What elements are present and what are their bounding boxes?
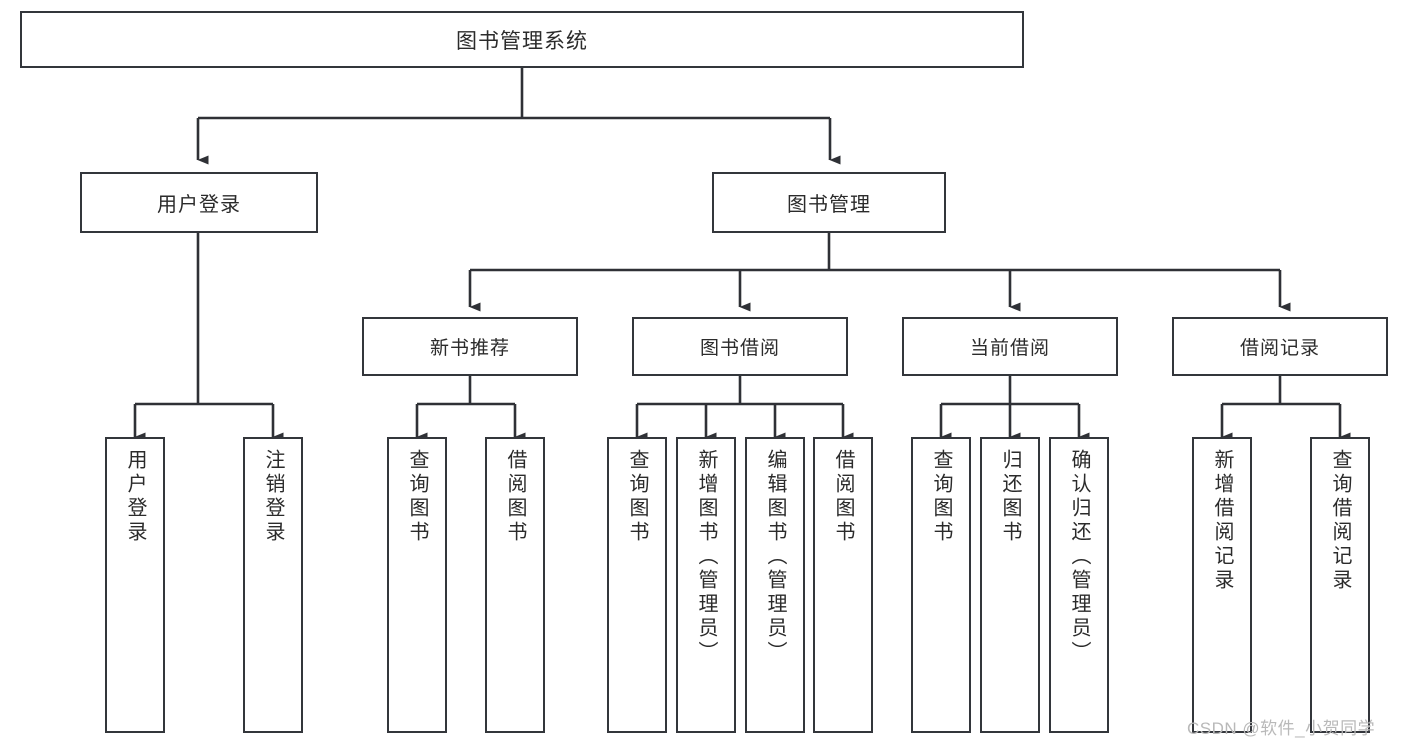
csdn-watermark: CSDN @软件_小贺同学	[1187, 719, 1376, 738]
node-borrow-record-label: 借阅记录	[1239, 338, 1320, 359]
node-current-borrow-label: 当前借阅	[969, 338, 1050, 359]
leaf-recommend-borrow-book[interactable]: 借阅图书	[485, 437, 545, 733]
leaf-borrow-borrow-book[interactable]: 借阅图书	[813, 437, 873, 733]
node-new-book-recommend[interactable]: 新书推荐	[362, 317, 578, 376]
leaf-label: 新增图书（管理员）	[695, 449, 717, 665]
node-book-management[interactable]: 图书管理	[712, 172, 946, 233]
leaf-borrow-edit-book-admin[interactable]: 编辑图书（管理员）	[745, 437, 805, 733]
leaf-label: 编辑图书（管理员）	[764, 449, 786, 665]
leaf-label: 借阅图书	[504, 449, 526, 545]
node-current-borrow[interactable]: 当前借阅	[902, 317, 1118, 376]
leaf-label: 归还图书	[999, 449, 1021, 545]
leaf-borrow-add-book-admin[interactable]: 新增图书（管理员）	[676, 437, 736, 733]
leaf-label: 新增借阅记录	[1211, 449, 1233, 593]
node-borrow-record[interactable]: 借阅记录	[1172, 317, 1388, 376]
leaf-current-return-book[interactable]: 归还图书	[980, 437, 1040, 733]
leaf-user-login-login[interactable]: 用户登录	[105, 437, 165, 733]
leaf-borrow-query-book[interactable]: 查询图书	[607, 437, 667, 733]
node-book-management-label: 图书管理	[787, 194, 871, 216]
leaf-label: 用户登录	[124, 449, 146, 545]
node-root-label: 图书管理系统	[456, 29, 588, 53]
leaf-label: 注销登录	[262, 449, 284, 545]
leaf-label: 确认归还（管理员）	[1068, 449, 1090, 665]
node-new-book-recommend-label: 新书推荐	[429, 338, 510, 359]
leaf-current-query-book[interactable]: 查询图书	[911, 437, 971, 733]
leaf-record-add-record[interactable]: 新增借阅记录	[1192, 437, 1252, 733]
leaf-label: 查询图书	[930, 449, 952, 545]
node-user-login-label: 用户登录	[157, 194, 241, 216]
leaf-current-confirm-return-admin[interactable]: 确认归还（管理员）	[1049, 437, 1109, 733]
node-root-system[interactable]: 图书管理系统	[20, 11, 1024, 68]
leaf-record-query-record[interactable]: 查询借阅记录	[1310, 437, 1370, 733]
leaf-label: 借阅图书	[832, 449, 854, 545]
leaf-label: 查询图书	[406, 449, 428, 545]
node-user-login[interactable]: 用户登录	[80, 172, 318, 233]
leaf-label: 查询借阅记录	[1329, 449, 1351, 593]
leaf-label: 查询图书	[626, 449, 648, 545]
leaf-recommend-query-book[interactable]: 查询图书	[387, 437, 447, 733]
node-book-borrow[interactable]: 图书借阅	[632, 317, 848, 376]
leaf-user-login-logout[interactable]: 注销登录	[243, 437, 303, 733]
node-book-borrow-label: 图书借阅	[699, 338, 780, 359]
